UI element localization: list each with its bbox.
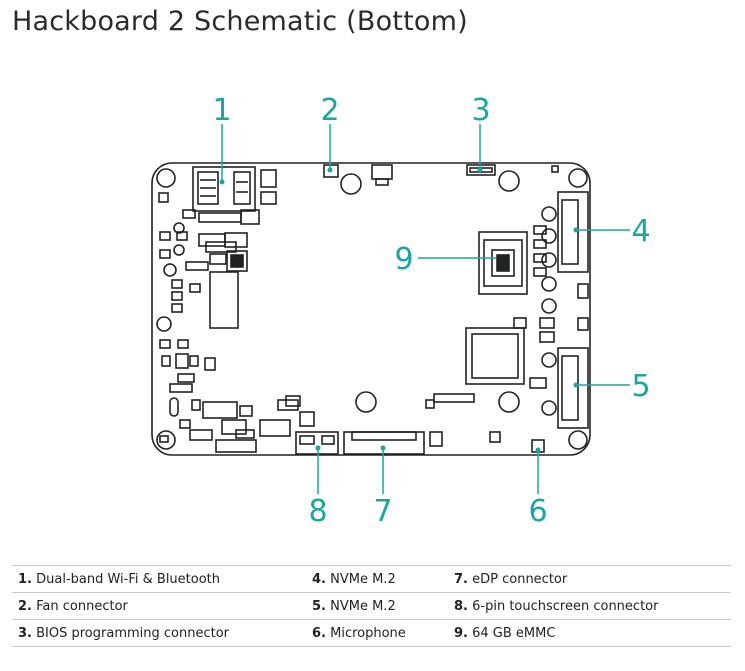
callout-8: 8 — [308, 494, 327, 529]
legend-item-9: 9. 64 GB eMMC — [448, 619, 731, 647]
mounting-hole — [156, 430, 176, 450]
legend-row: 1. Dual-band Wi-Fi & Bluetooth 4. NVMe M… — [12, 565, 731, 593]
legend-item-4: 4. NVMe M.2 — [306, 565, 448, 593]
ic-chip — [226, 250, 248, 272]
touchscreen-connector — [295, 431, 339, 455]
wifi-module — [192, 166, 256, 212]
page-title: Hackboard 2 Schematic (Bottom) — [12, 6, 468, 37]
callout-7: 7 — [373, 494, 392, 529]
mounting-hole — [568, 430, 588, 450]
legend-item-1: 1. Dual-band Wi-Fi & Bluetooth — [12, 565, 306, 593]
callout-2: 2 — [320, 93, 339, 128]
legend-item-2: 2. Fan connector — [12, 592, 306, 620]
legend-table: 1. Dual-band Wi-Fi & Bluetooth 4. NVMe M… — [12, 565, 731, 647]
standoff — [498, 170, 520, 192]
standoff — [498, 391, 520, 413]
legend-row: 3. BIOS programming connector 6. Microph… — [12, 619, 731, 647]
nvme-slot-1 — [557, 191, 589, 273]
mounting-hole — [156, 168, 176, 188]
legend-item-5: 5. NVMe M.2 — [306, 592, 448, 620]
callout-3: 3 — [471, 93, 490, 128]
callout-6: 6 — [528, 494, 547, 529]
nvme-slot-2 — [557, 347, 589, 429]
callout-4: 4 — [631, 214, 650, 249]
legend-item-7: 7. eDP connector — [448, 565, 731, 593]
bios-connector — [466, 164, 496, 176]
mounting-hole — [568, 168, 588, 188]
edp-connector — [343, 431, 425, 455]
ram-chip — [209, 271, 239, 329]
fan-connector — [323, 164, 339, 178]
processor-chip — [465, 327, 525, 385]
legend-item-3: 3. BIOS programming connector — [12, 619, 306, 647]
legend-row: 2. Fan connector 5. NVMe M.2 8. 6-pin to… — [12, 592, 731, 620]
legend-item-6: 6. Microphone — [306, 619, 448, 647]
standoff — [340, 173, 362, 195]
board-schematic: 1 2 3 4 5 6 7 8 9 — [151, 93, 651, 529]
legend-item-8: 8. 6-pin touchscreen connector — [448, 592, 731, 620]
callout-9: 9 — [394, 242, 413, 277]
emmc-chip — [478, 231, 528, 295]
callout-1: 1 — [212, 93, 231, 128]
board-outline — [151, 162, 591, 456]
callout-5: 5 — [631, 369, 650, 404]
standoff — [355, 391, 377, 413]
